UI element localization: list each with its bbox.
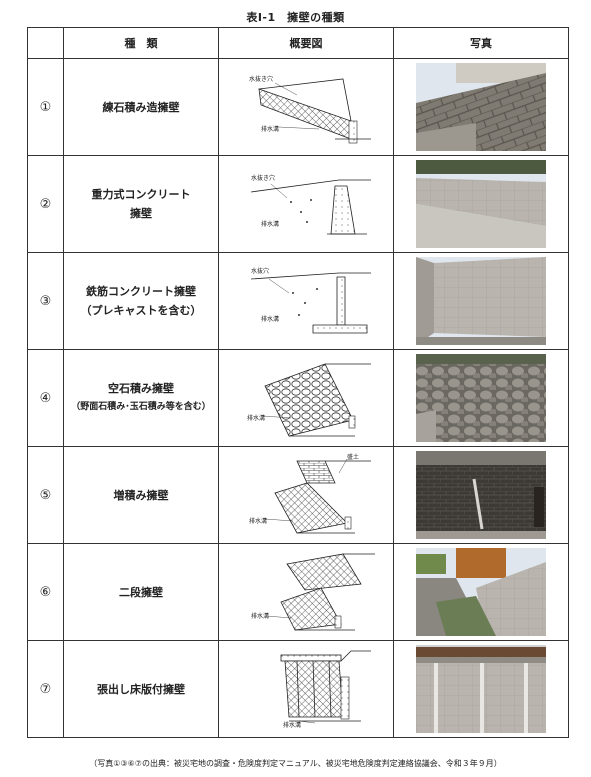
header-number [27, 27, 64, 59]
stacked-wall-diagram: 盛土 排水溝 [249, 453, 371, 534]
row-number: ④ [27, 349, 64, 447]
row-diagram: 排水溝 [218, 349, 394, 447]
table-row: ⑤ 増積み擁壁 盛土 排水溝 [27, 446, 569, 544]
stacked-wall-photo [416, 451, 546, 539]
type-name-line: 鉄筋コンクリート擁壁 [86, 285, 196, 298]
diagram-label: 水抜穴 [251, 267, 269, 275]
row-diagram: 水抜き穴 排水溝 [218, 58, 394, 156]
type-name-line: （プレキャストを含む） [80, 304, 202, 317]
diagram-label: 排水溝 [283, 721, 301, 729]
two-step-wall-diagram: 排水溝 [251, 553, 375, 631]
row-diagram: 排水溝 [218, 640, 394, 738]
type-name-line: 張出し床版付擁壁 [97, 682, 185, 696]
row-photo [393, 155, 569, 253]
header-row: 種 類 概要図 写真 [27, 27, 569, 59]
rc-wall-photo [416, 257, 546, 345]
row-type-name: 鉄筋コンクリート擁壁 （プレキャストを含む） [63, 252, 219, 350]
photo-source-note: （写真①③⑥⑦の出典：被災宅地の調査・危険度判定マニュアル、被災宅地危険度判定連… [89, 759, 502, 768]
table-row: ① 練石積み造擁壁 水抜き穴 排水溝 [27, 58, 569, 156]
row-photo [393, 252, 569, 350]
type-name-line: 擁壁 [130, 207, 152, 220]
diagram-label: 盛土 [347, 453, 359, 461]
row-diagram: 排水溝 [218, 543, 394, 641]
diagram-label: 排水溝 [249, 517, 267, 525]
table-row: ④ 空石積み擁壁 （野面石積み･玉石積み等を含む） 排水溝 [27, 349, 569, 447]
row-diagram: 水抜き穴 排水溝 [218, 155, 394, 253]
header-photo: 写真 [393, 27, 569, 59]
row-type-name: 張出し床版付擁壁 [63, 640, 219, 738]
type-name-subtitle: （野面石積み･玉石積み等を含む） [71, 402, 211, 412]
row-type-name: 空石積み擁壁 （野面石積み･玉石積み等を含む） [63, 349, 219, 447]
cantilever-slab-wall-diagram: 排水溝 [280, 650, 371, 729]
rc-wall-diagram: 水抜穴 排水溝 [250, 267, 371, 334]
table-row: ⑥ 二段擁壁 排水溝 [27, 543, 569, 641]
diagram-label: 排水溝 [261, 220, 279, 228]
gravity-wall-photo [416, 160, 546, 248]
row-number: ⑦ [27, 640, 64, 738]
gravity-wall-diagram: 水抜き穴 排水溝 [250, 174, 371, 235]
row-number: ③ [27, 252, 64, 350]
header-type: 種 類 [63, 27, 219, 59]
masonry-wall-diagram: 水抜き穴 排水溝 [249, 75, 371, 144]
diagram-label: 排水溝 [261, 315, 279, 323]
row-photo [393, 543, 569, 641]
row-photo [393, 58, 569, 156]
row-photo [393, 446, 569, 544]
diagram-label: 水抜き穴 [249, 75, 273, 83]
diagram-label: 排水溝 [261, 125, 279, 133]
row-type-name: 重力式コンクリート 擁壁 [63, 155, 219, 253]
diagram-label: 排水溝 [247, 414, 265, 422]
row-type-name: 増積み擁壁 [63, 446, 219, 544]
type-name-line: 練石積み造擁壁 [102, 100, 180, 114]
row-number: ② [27, 155, 64, 253]
row-type-name: 二段擁壁 [63, 543, 219, 641]
row-number: ⑥ [27, 543, 64, 641]
row-number: ⑤ [27, 446, 64, 544]
row-diagram: 盛土 排水溝 [218, 446, 394, 544]
header-diagram: 概要図 [218, 27, 394, 59]
row-photo [393, 349, 569, 447]
table-title: 表Ⅰ-1 擁壁の種類 [246, 11, 345, 24]
masonry-wall-photo [416, 63, 546, 151]
diagram-label: 排水溝 [251, 612, 269, 620]
table-row: ⑦ 張出し床版付擁壁 排水溝 [27, 640, 569, 738]
table-row: ② 重力式コンクリート 擁壁 水抜き穴 排水溝 [27, 155, 569, 253]
dry-stone-wall-diagram: 排水溝 [247, 363, 371, 437]
row-diagram: 水抜穴 排水溝 [218, 252, 394, 350]
row-number: ① [27, 58, 64, 156]
retaining-wall-types-table: 種 類 概要図 写真 ① 練石積み造擁壁 水抜き穴 排水溝 [27, 27, 569, 738]
type-name-line: 二段擁壁 [119, 585, 163, 599]
two-step-wall-photo [416, 548, 546, 636]
dry-stone-wall-photo [416, 354, 546, 442]
type-name-line: 重力式コンクリート [91, 188, 191, 201]
table-row: ③ 鉄筋コンクリート擁壁 （プレキャストを含む） 水抜穴 排水溝 [27, 252, 569, 350]
type-name-line: 空石積み擁壁 [108, 382, 174, 395]
row-type-name: 練石積み造擁壁 [63, 58, 219, 156]
diagram-label: 水抜き穴 [251, 174, 275, 182]
cantilever-slab-wall-photo [416, 645, 546, 733]
type-name-line: 増積み擁壁 [113, 488, 169, 502]
row-photo [393, 640, 569, 738]
